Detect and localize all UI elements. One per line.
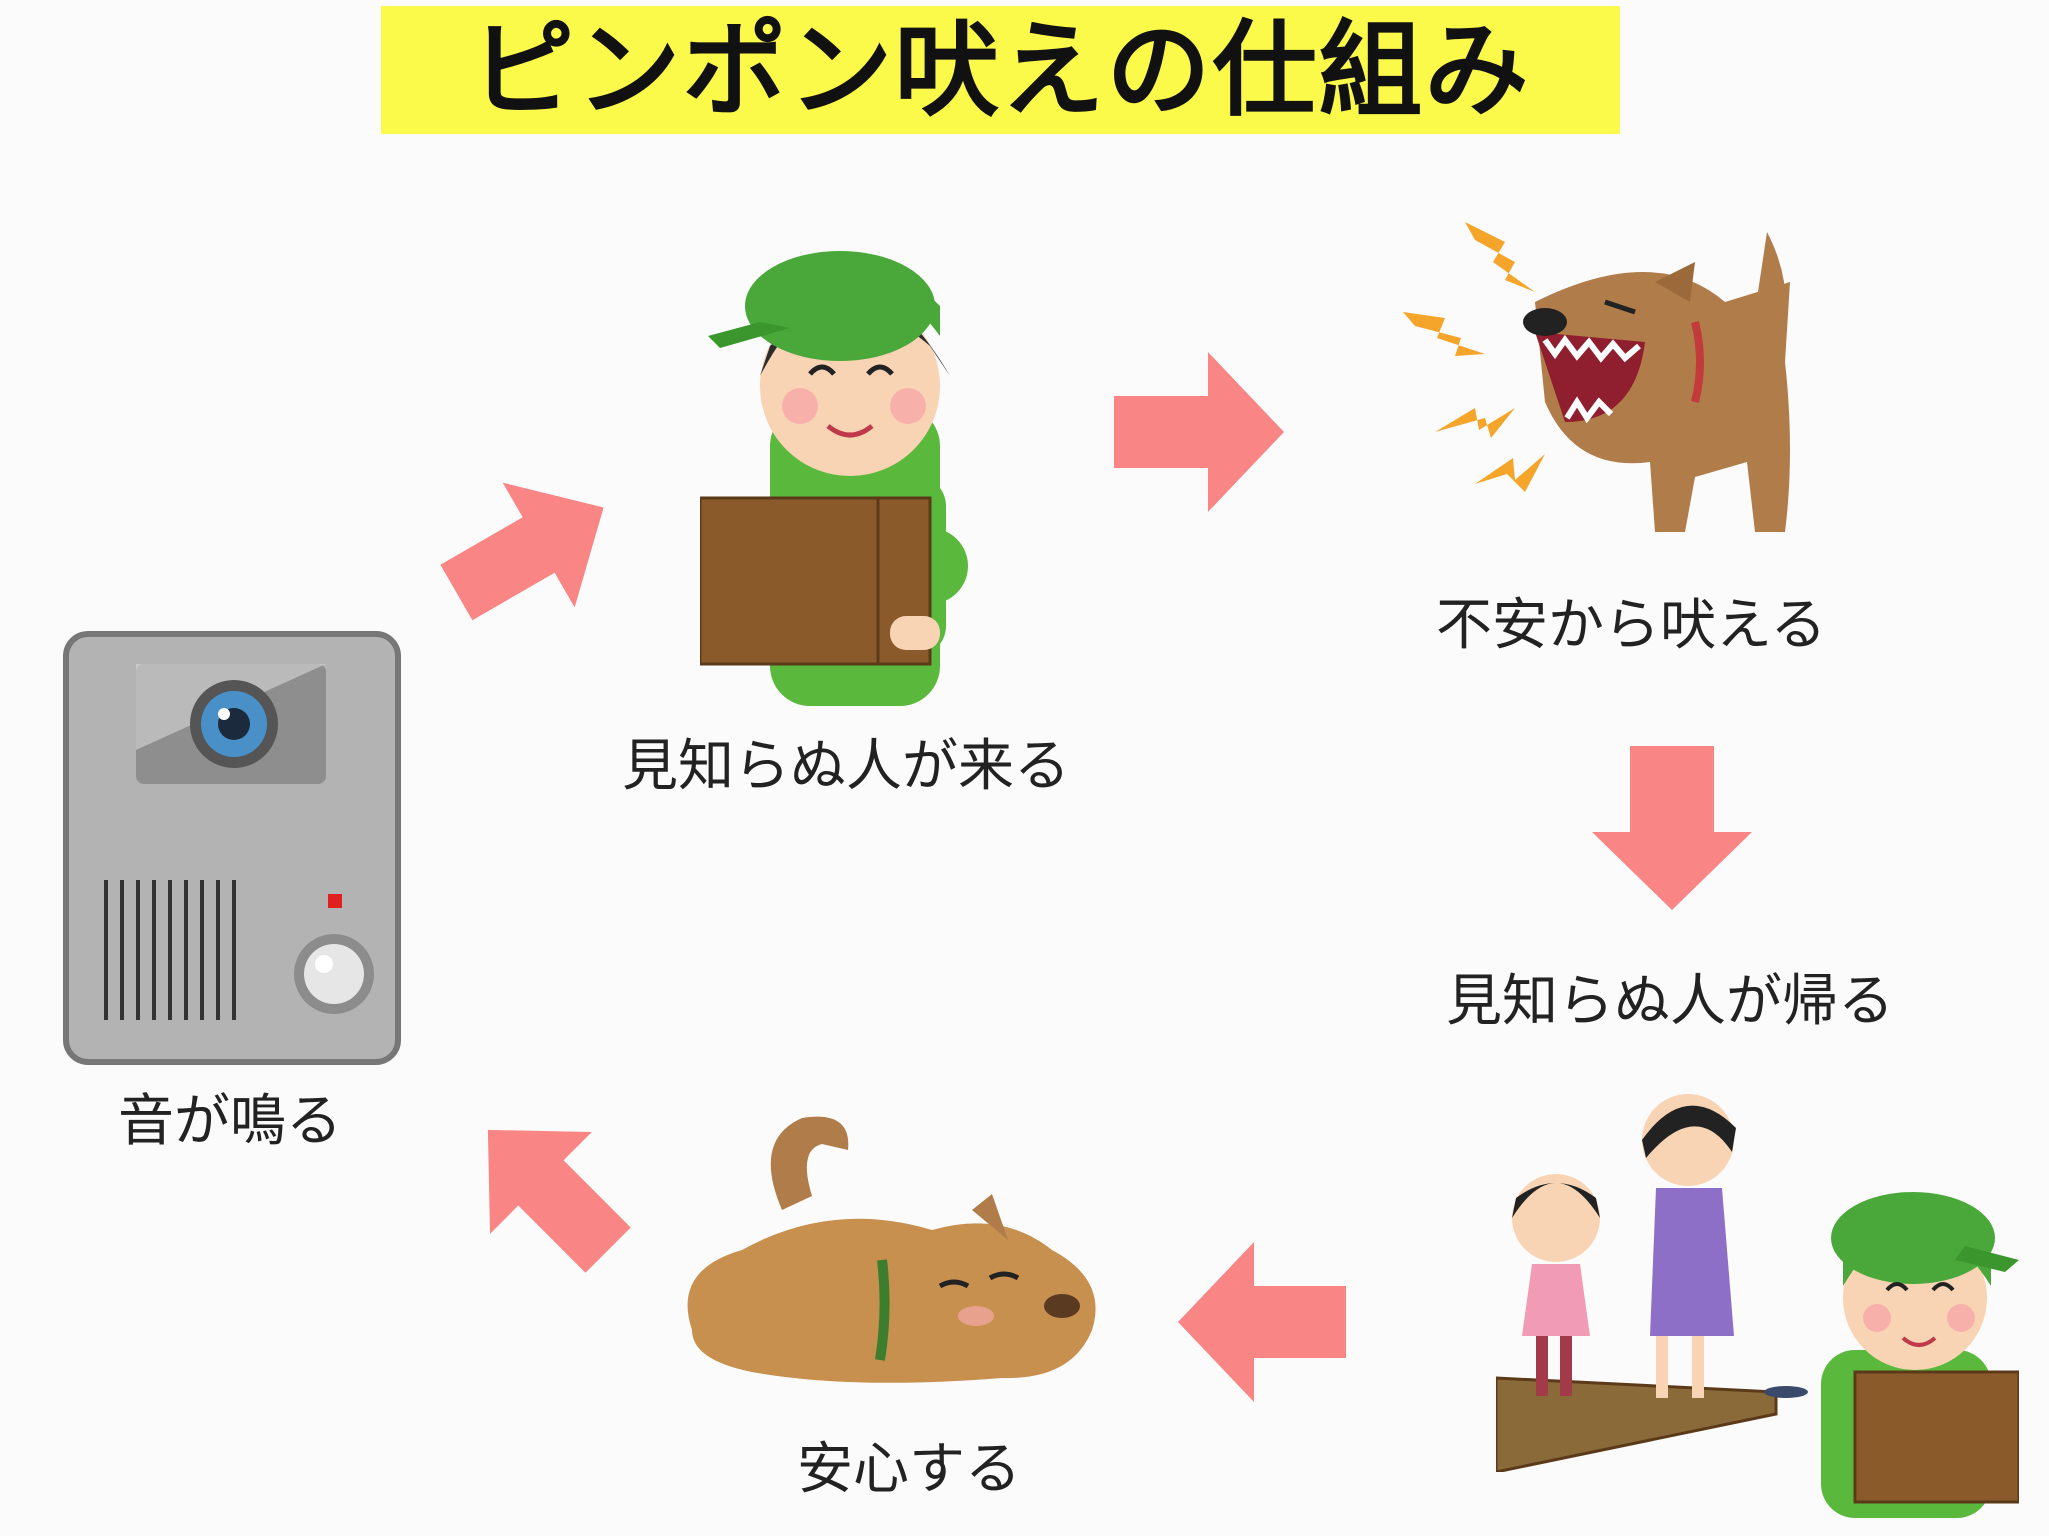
arrow-down xyxy=(1592,746,1752,910)
delivery-person-leaving-icon xyxy=(1821,1192,2019,1518)
page-title: ピンポン吠えの仕組み xyxy=(381,6,1620,134)
arrow-left xyxy=(1178,1242,1346,1402)
step-label-stranger-arrives: 見知らぬ人が来る xyxy=(622,734,1070,799)
intercom-icon xyxy=(63,631,401,1065)
arrow-right xyxy=(1114,352,1284,512)
relaxed-dog-icon xyxy=(687,1116,1096,1383)
family-at-door-icon xyxy=(1496,1094,1808,1472)
step-label-stranger-leaves: 見知らぬ人が帰る xyxy=(1446,969,1894,1034)
arrow-up-right xyxy=(440,482,604,621)
step-label-doorbell: 音が鳴る xyxy=(118,1089,342,1154)
step-label-relieved: 安心する xyxy=(797,1437,1021,1502)
delivery-person-icon xyxy=(700,251,968,706)
arrow-up-left xyxy=(487,1129,631,1273)
step-label-barks: 不安から吠える xyxy=(1436,593,1827,658)
barking-dog-icon xyxy=(1403,222,1790,532)
